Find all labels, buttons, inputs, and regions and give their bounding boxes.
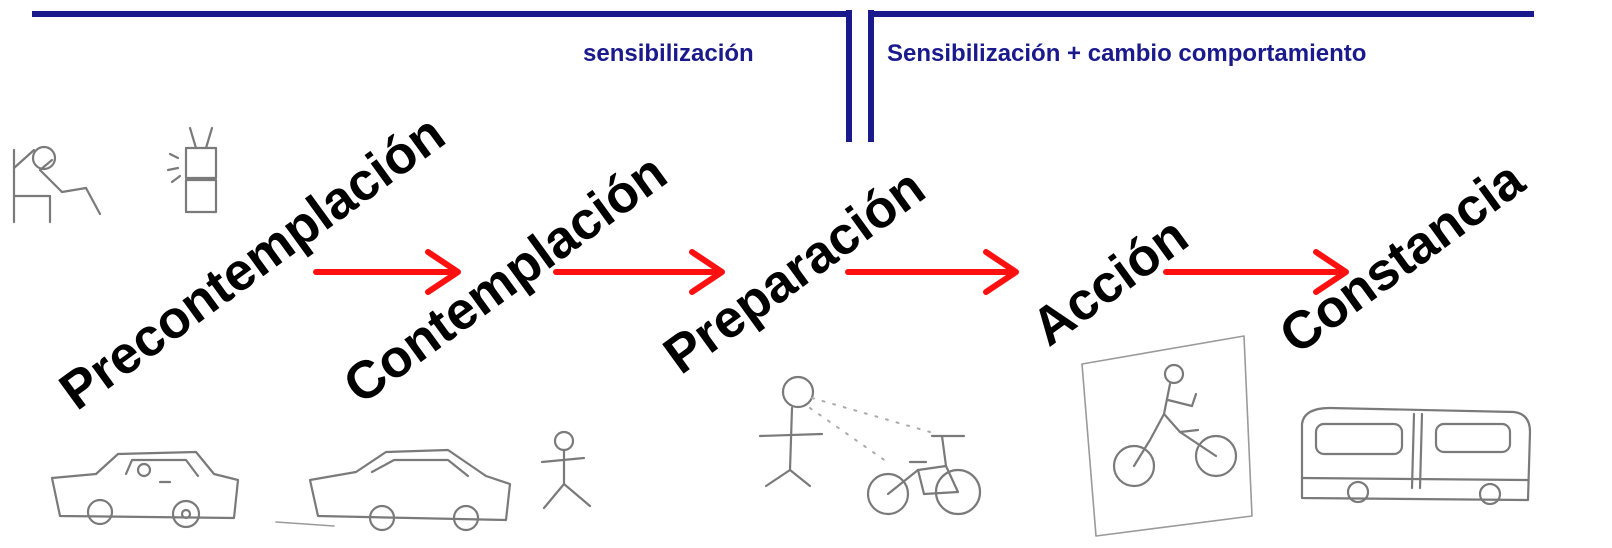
person-reclining-icon: [12, 145, 102, 224]
cyclist-icon: [1081, 335, 1253, 537]
bicycle-icon: [866, 434, 982, 516]
arrow-4: [1163, 249, 1349, 295]
television-icon: [166, 126, 218, 214]
arrow-2: [553, 249, 725, 295]
phase-label-awareness-behavior-change: Sensibilización + cambio comportamiento: [887, 40, 1367, 67]
arrow-1: [313, 249, 461, 295]
car-icon: [275, 448, 512, 532]
arrow-3: [845, 249, 1019, 295]
stick-figure-icon: [540, 430, 592, 510]
bus-icon: [1300, 406, 1532, 506]
phase-label-awareness: sensibilización: [583, 40, 754, 67]
car-with-driver-icon: [50, 450, 240, 529]
stick-figure-looking-icon: [758, 375, 824, 488]
